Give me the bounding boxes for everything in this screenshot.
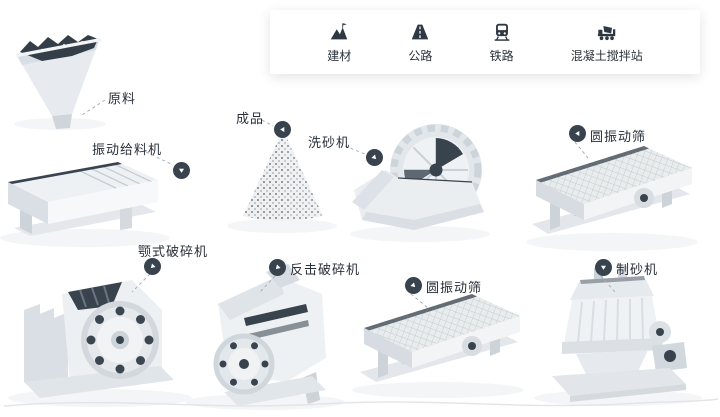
- arrow-left-icon: [575, 130, 580, 137]
- label-finished-product: 成品: [236, 108, 264, 127]
- label-sand-maker: 制砂机: [616, 259, 658, 278]
- legend-label: 建材: [327, 48, 352, 63]
- label-text: 反击破碎机: [290, 263, 361, 278]
- legend-item-railway: 铁路: [490, 21, 514, 64]
- legend-label: 铁路: [489, 48, 514, 63]
- arrow-down-icon: [600, 265, 607, 270]
- label-text: 振动给料机: [92, 143, 163, 158]
- arrow-icon: [410, 282, 416, 288]
- legend-label: 混凝土搅拌站: [570, 48, 643, 63]
- marker-vibrating-feeder: [173, 162, 190, 179]
- arrow-down-icon: [178, 168, 185, 173]
- legend-item-highway: 公路: [408, 21, 432, 64]
- sand-pile-illustration: [243, 130, 323, 222]
- label-text: 制砂机: [616, 263, 659, 278]
- marker-sand-maker: [595, 259, 612, 276]
- label-text: 洗砂机: [308, 136, 351, 151]
- label-sand-washer: 洗砂机: [308, 132, 350, 151]
- marker-finished-product: [274, 121, 291, 138]
- legend-label: 公路: [408, 48, 433, 63]
- arrow-left-icon: [280, 126, 285, 133]
- circular-screen-top-illustration: [532, 146, 692, 234]
- sand-maker-illustration: [552, 266, 687, 402]
- marker-circular-screen-bottom: [401, 273, 426, 298]
- arrow-icon: [275, 264, 281, 270]
- label-raw-material: 原料: [108, 88, 136, 107]
- label-text: 圆振动筛: [426, 281, 483, 296]
- label-text: 圆振动筛: [590, 130, 647, 145]
- jaw-crusher-illustration: [24, 280, 174, 398]
- marker-jaw-crusher: [140, 254, 165, 279]
- building-materials-icon: [330, 22, 348, 39]
- circular-screen-bottom-illustration: [360, 294, 520, 382]
- label-text: 成品: [236, 112, 265, 127]
- legend-card: 建材 公路 铁路: [270, 10, 700, 74]
- arrow-icon: [371, 154, 377, 160]
- label-circular-screen-bottom: 圆振动筛: [426, 277, 482, 296]
- vibrating-feeder-illustration: [8, 162, 158, 236]
- label-circular-screen-top: 圆振动筛: [590, 126, 646, 145]
- highway-icon: [412, 24, 429, 39]
- marker-impact-crusher: [265, 255, 290, 280]
- marker-circular-screen-top: [569, 125, 586, 142]
- railway-icon: [494, 23, 509, 41]
- label-text: 原料: [108, 92, 137, 107]
- legend-item-mixing-station: 混凝土搅拌站: [571, 21, 643, 64]
- label-text: 颚式破碎机: [138, 245, 209, 260]
- legend-item-building-materials: 建材: [327, 21, 351, 64]
- concrete-mixing-station-icon: [597, 25, 616, 40]
- marker-sand-washer: [362, 145, 387, 170]
- hopper-illustration: [16, 35, 102, 129]
- impact-crusher-illustration: [213, 264, 326, 406]
- arrow-icon: [150, 263, 156, 269]
- sand-washer-illustration: [352, 124, 484, 230]
- label-vibrating-feeder: 振动给料机: [92, 139, 162, 158]
- label-impact-crusher: 反击破碎机: [290, 259, 360, 278]
- label-jaw-crusher: 颚式破碎机: [138, 241, 208, 260]
